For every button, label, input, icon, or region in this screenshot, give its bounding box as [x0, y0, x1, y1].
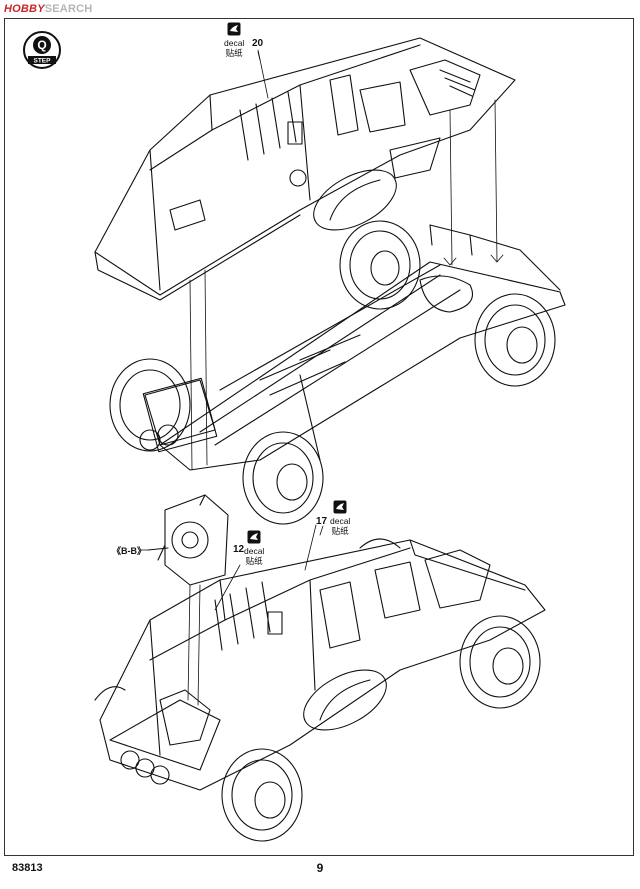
decal-label-cn: 贴纸 [245, 556, 263, 566]
decal-label-cn: 贴纸 [225, 48, 243, 58]
decal-icon [247, 530, 261, 544]
step-letter: Q [37, 38, 46, 52]
callout-leaders [139, 51, 324, 551]
part-number-20: 20 [252, 38, 264, 49]
watermark-suffix: SEARCH [44, 3, 93, 15]
decal-callout-20: decal 贴纸 [224, 22, 244, 58]
decal-label: decal [244, 546, 265, 556]
page-frame [4, 18, 634, 856]
kit-number: 83813 [12, 862, 43, 874]
decal-callout-12: decal 贴纸 [244, 530, 264, 566]
step-badge-icon: Q STEP [23, 31, 61, 69]
part-number-12: 12 [233, 544, 245, 555]
watermark-brand: HOBBY [4, 3, 45, 15]
page-number: 9 [316, 861, 324, 875]
section-bb-label: 《B-B》 [112, 546, 146, 556]
decal-callout-17: decal 贴纸 [330, 500, 350, 536]
vehicle-complete [99, 539, 546, 791]
part-number-17: 17 [316, 516, 328, 527]
assembly-guides-bottom [187, 49, 317, 706]
decal-icon [227, 22, 241, 36]
decal-label: decal [330, 516, 351, 526]
decal-label-cn: 贴纸 [331, 526, 349, 536]
decal-icon [333, 500, 347, 514]
vehicle-wheels [94, 538, 541, 842]
body-shell-top [94, 37, 516, 301]
radiator-part [147, 494, 229, 586]
chassis-wheels [109, 220, 556, 525]
chassis-middle [139, 224, 566, 471]
hobbysearch-watermark: HOBBYSEARCH [4, 3, 92, 15]
decal-label: decal [224, 38, 245, 48]
assembly-guides-top [189, 99, 504, 471]
step-caption: STEP [34, 58, 52, 65]
